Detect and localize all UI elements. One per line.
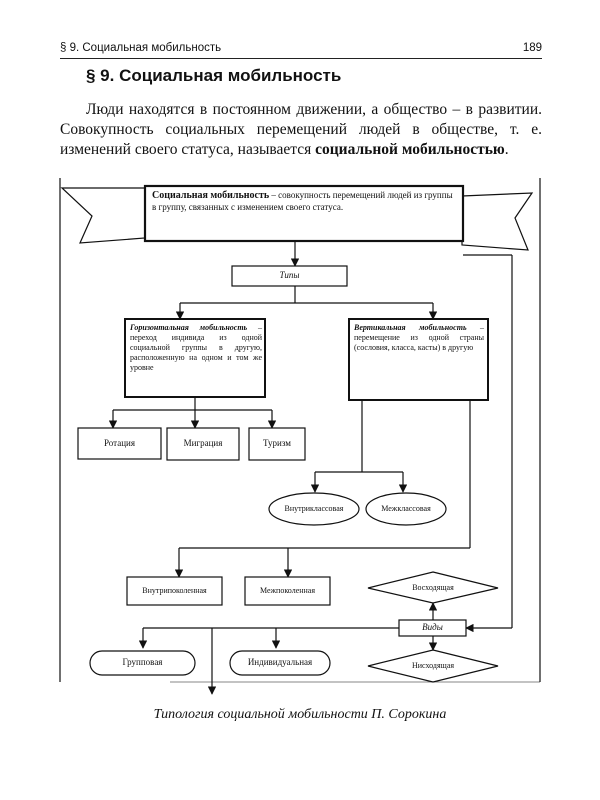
types-box (231, 265, 348, 287)
rotation-label: Ротация (104, 437, 135, 448)
intragenerational-box (126, 576, 223, 606)
intragenerational-label: Внутрипоколенная (142, 586, 207, 595)
banner-term: Социальная мобильность (152, 190, 270, 201)
vertical-box (348, 318, 489, 401)
intraclass-ellipse (268, 492, 360, 526)
individual-label: Индивидуальная (247, 657, 313, 668)
vertical-definition: – перемещение из одной страны (сословия,… (354, 323, 484, 352)
horizontal-definition: – переход индивида из одной социальной г… (130, 323, 262, 372)
paragraph-term: социальной мобильностью (315, 141, 505, 158)
horizontal-box (124, 318, 266, 398)
section-title: § 9. Социальная мобильность (86, 66, 342, 85)
horizontal-text: Горизонтальная мобильность – переход инд… (130, 323, 262, 373)
types-label: Типы (279, 270, 300, 281)
interclass-label: Межклассовая (381, 504, 431, 513)
running-header: § 9. Социальная мобильность 189 (60, 40, 542, 59)
figure-caption: Типология социальной мобильности П. Соро… (153, 707, 447, 722)
paragraph-end: . (504, 141, 509, 158)
banner-right-tail (461, 192, 534, 251)
rotation-box (77, 427, 162, 460)
intergenerational-label: Межпоколенная (259, 586, 316, 595)
page-number: 189 (522, 42, 542, 54)
kinds-label: Виды (422, 622, 443, 633)
intergenerational-box (244, 576, 331, 606)
vertical-text: Вертикальная мобильность – перемещение и… (354, 323, 484, 353)
intro-paragraph: Люди находятся в постоянном движении, а … (60, 100, 542, 160)
tourism-label: Туризм (263, 438, 291, 449)
banner-left-tail (60, 187, 146, 244)
ascending-label: Восходящая (412, 583, 454, 592)
tourism-box (248, 427, 306, 461)
banner-definition: – совокупность перемещений людей из груп… (152, 190, 453, 212)
paragraph-text: Люди находятся в постоянном движении, а … (60, 101, 542, 158)
interclass-ellipse (365, 492, 447, 526)
descending-label: Нисходящая (411, 661, 455, 670)
group-pill (89, 650, 196, 676)
migration-box (166, 427, 240, 461)
banner-text: Социальная мобильность – совокупность пе… (152, 190, 458, 213)
migration-label: Миграция (183, 438, 223, 449)
descending-diamond (367, 649, 499, 683)
group-label: Групповая (122, 657, 163, 668)
horizontal-term: Горизонтальная мобильность (130, 323, 248, 332)
intraclass-label: Внутриклассовая (284, 504, 344, 513)
header-section: § 9. Социальная мобильность (60, 42, 222, 54)
vertical-term: Вертикальная мобильность (354, 323, 467, 332)
banner-box (143, 184, 465, 243)
individual-pill (229, 650, 331, 676)
ascending-diamond (367, 571, 499, 604)
